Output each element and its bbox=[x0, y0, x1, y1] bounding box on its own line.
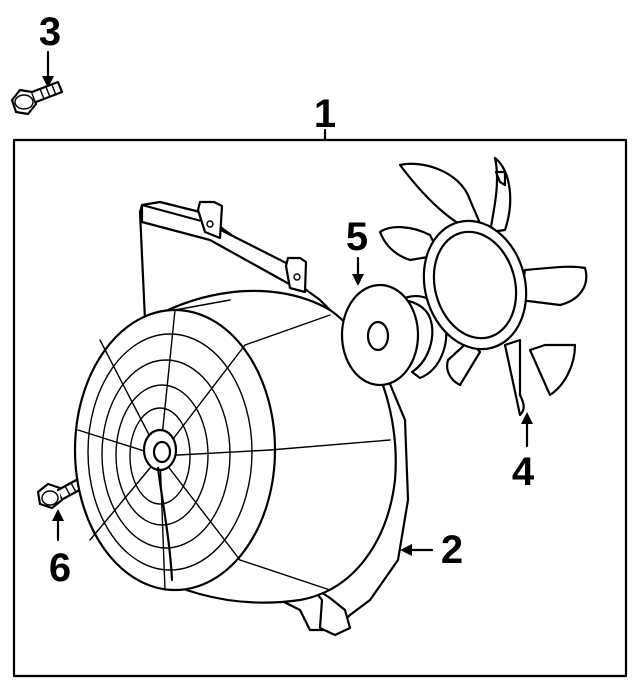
assembly-frame bbox=[12, 138, 628, 678]
leader-4 bbox=[521, 412, 533, 448]
fan-shroud-icon bbox=[73, 200, 410, 637]
leader-2 bbox=[400, 544, 434, 556]
bolt-icon-3 bbox=[10, 80, 64, 116]
leader-3 bbox=[42, 50, 54, 88]
callout-4: 4 bbox=[512, 450, 535, 494]
leader-6 bbox=[52, 509, 64, 542]
callout-6: 6 bbox=[49, 546, 71, 590]
fan-blade-icon bbox=[378, 156, 588, 417]
callout-2: 2 bbox=[441, 528, 463, 572]
callout-5: 5 bbox=[346, 215, 368, 259]
callout-3: 3 bbox=[39, 10, 61, 54]
leader-5 bbox=[352, 256, 364, 286]
callout-1: 1 bbox=[314, 92, 336, 136]
